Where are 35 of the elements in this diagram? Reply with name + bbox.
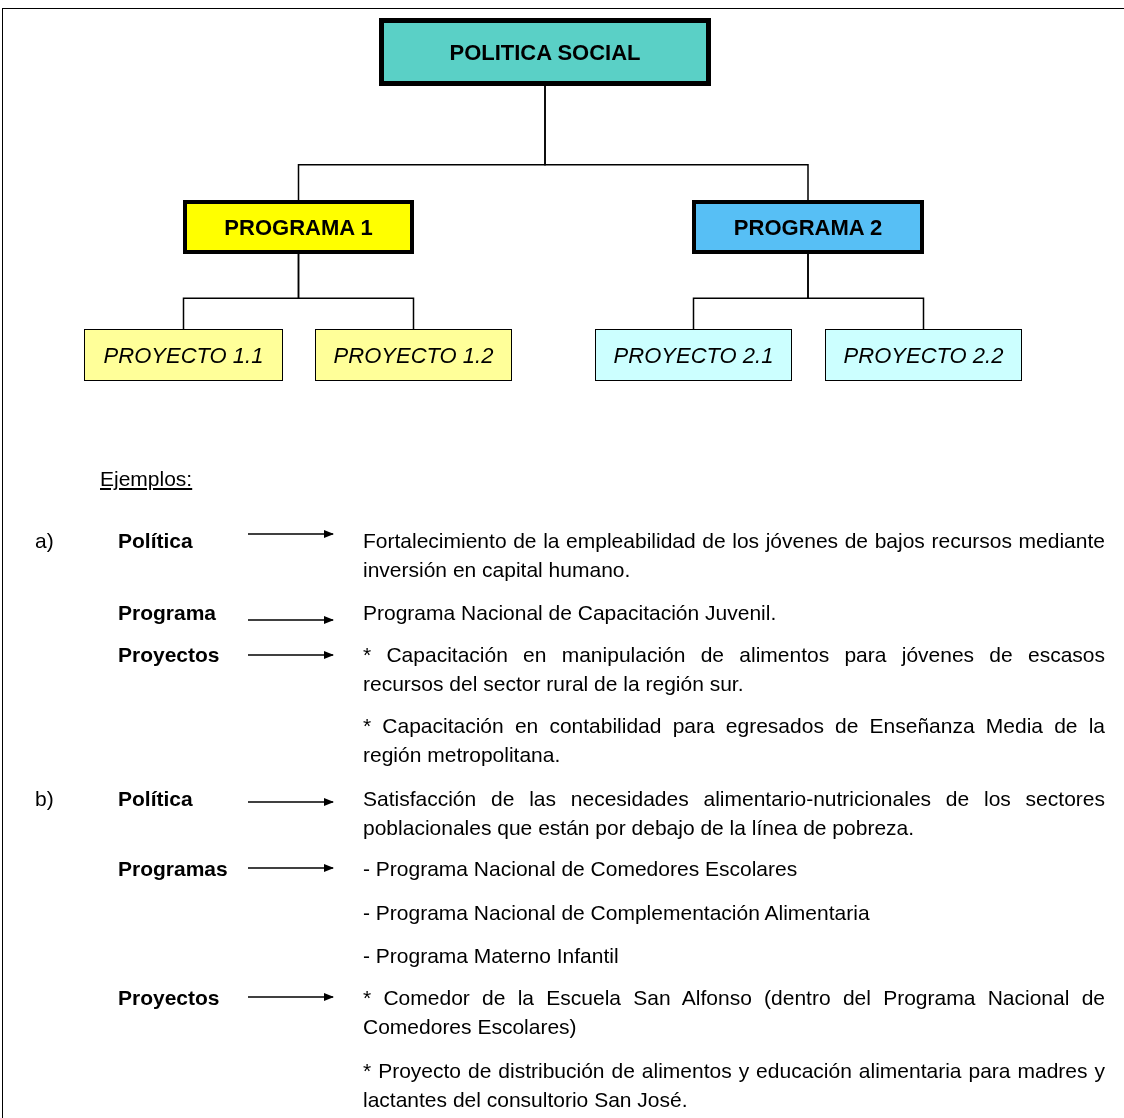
- example-text: * Capacitación en manipulación de alimentos para jóvenes de escasos recursos del sector rural de la región sur.: [363, 640, 1105, 698]
- arrow: [247, 616, 334, 624]
- project-box: PROYECTO 2.2: [825, 329, 1022, 381]
- term-label: Proyectos: [118, 640, 220, 669]
- project-box: PROYECTO 1.1: [84, 329, 283, 381]
- term-label: Política: [118, 784, 193, 813]
- project-box: PROYECTO 2.1: [595, 329, 792, 381]
- connector-line: [297, 253, 415, 330]
- policy-box: POLITICA SOCIAL: [379, 18, 711, 86]
- example-text: Programa Nacional de Capacitación Juvenil.: [363, 598, 1105, 627]
- item-letter: a): [35, 528, 54, 554]
- connector-line: [544, 85, 809, 201]
- example-text: * Capacitación en contabilidad para egresados de Enseñanza Media de la región metropolitana.: [363, 713, 1105, 768]
- arrow: [247, 530, 334, 538]
- item-letter: b): [35, 786, 54, 812]
- project-box: PROYECTO 1.2: [315, 329, 512, 381]
- arrow: [247, 993, 334, 1001]
- example-text: - Programa Materno Infantil: [363, 943, 620, 969]
- term-label: Proyectos: [118, 983, 220, 1012]
- example-text: Fortalecimiento de la empleabilidad de los jóvenes de bajos recursos mediante inversión en capital humano.: [363, 526, 1105, 584]
- term-label: Política: [118, 526, 193, 555]
- program-box: PROGRAMA 2: [692, 200, 924, 254]
- example-text: Satisfacción de las necesidades alimentario-nutricionales de los sectores poblacionales que están por debajo de la línea de pobreza.: [363, 784, 1105, 842]
- example-text: * Proyecto de distribución de alimentos y educación alimentaria para madres y lactantes del consultorio San José.: [363, 1058, 1105, 1113]
- arrow: [247, 651, 334, 659]
- example-text: - Programa Nacional de Comedores Escolares: [363, 854, 1105, 883]
- term-label: Programa: [118, 598, 217, 627]
- example-text: - Programa Nacional de Complementación Alimentaria: [363, 900, 871, 926]
- term-label: Programas: [118, 854, 228, 883]
- section-heading: Ejemplos:: [100, 466, 193, 492]
- connector-line: [807, 253, 925, 330]
- example-text: * Comedor de la Escuela San Alfonso (dentro del Programa Nacional de Comedores Escolares): [363, 983, 1105, 1041]
- arrow: [247, 798, 334, 806]
- program-box: PROGRAMA 1: [183, 200, 414, 254]
- arrow: [247, 864, 334, 872]
